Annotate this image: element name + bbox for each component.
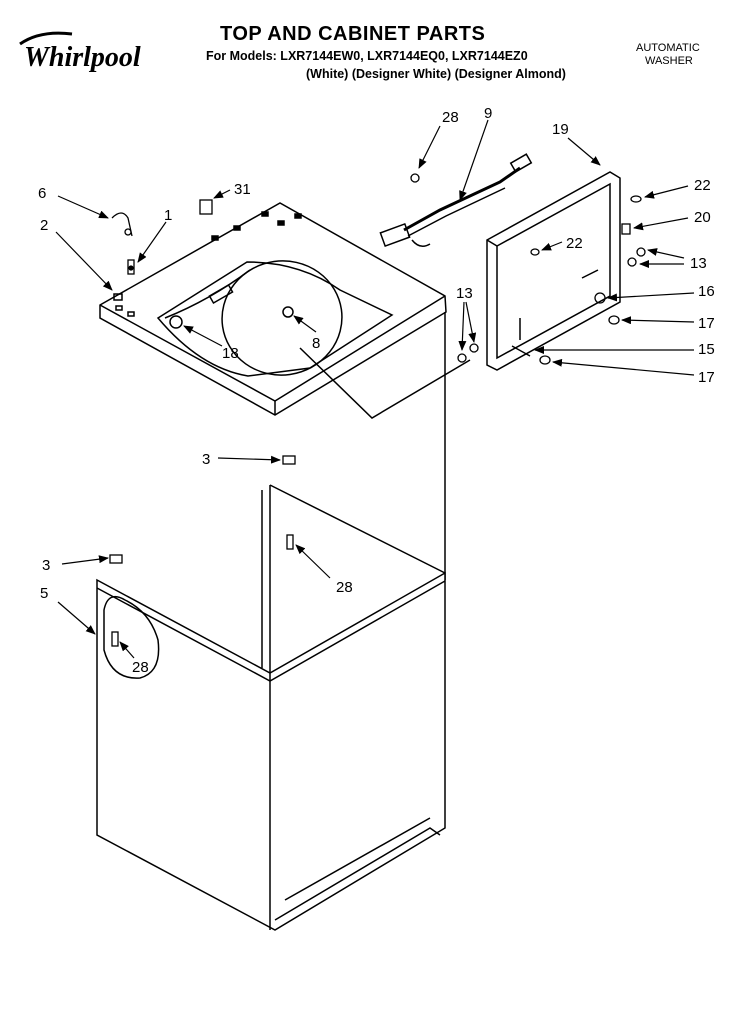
callout-15: 15	[698, 341, 715, 358]
callout-16: 16	[698, 283, 715, 300]
callout-6: 6	[38, 185, 46, 202]
callout-8: 8	[312, 335, 320, 352]
whirlpool-logo: Whirlpool	[19, 31, 141, 73]
callout-3: 3	[42, 557, 50, 574]
callout-5: 5	[40, 585, 48, 602]
callout-22: 22	[694, 177, 711, 194]
callout-17: 17	[698, 369, 715, 386]
callout-labels: 28 9 19 6 31 1 2 22 20 22 13 13 16 17 15…	[38, 105, 715, 676]
callout-2: 2	[40, 217, 48, 234]
models-line: For Models: LXR7144EW0, LXR7144EQ0, LXR7…	[206, 49, 528, 63]
callout-20: 20	[694, 209, 711, 226]
callout-18: 18	[222, 345, 239, 362]
product-type-line2: WASHER	[645, 55, 693, 67]
callout-13: 13	[690, 255, 707, 272]
callout-31: 31	[234, 181, 251, 198]
lid-frame	[486, 171, 621, 371]
callout-17: 17	[698, 315, 715, 332]
callout-28: 28	[442, 109, 459, 126]
callout-3: 3	[202, 451, 210, 468]
callout-13: 13	[456, 285, 473, 302]
leader-arrows	[55, 119, 695, 659]
callout-22: 22	[566, 235, 583, 252]
wire-harness	[379, 153, 533, 247]
callout-28: 28	[132, 659, 149, 676]
logo-text: Whirlpool	[24, 42, 141, 73]
callout-1: 1	[164, 207, 172, 224]
callout-9: 9	[484, 105, 492, 122]
top-panel	[99, 202, 471, 580]
callout-19: 19	[552, 121, 569, 138]
cabinet	[96, 484, 446, 931]
colors-line: (White) (Designer White) (Designer Almon…	[306, 67, 566, 81]
callout-28: 28	[336, 579, 353, 596]
product-type-line1: AUTOMATIC	[636, 42, 700, 54]
page-title: TOP AND CABINET PARTS	[220, 23, 485, 45]
small-parts	[109, 173, 646, 647]
